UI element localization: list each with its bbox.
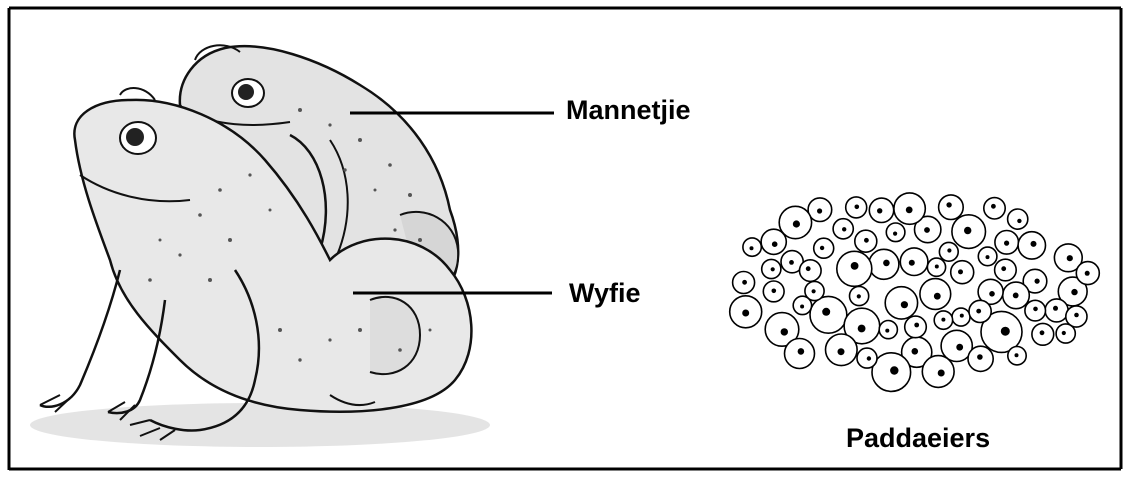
egg-embryo [1031, 241, 1037, 247]
egg-embryo [912, 348, 919, 355]
egg-embryo [857, 294, 861, 298]
egg-embryo [867, 356, 871, 360]
egg-embryo [789, 260, 794, 265]
egg-embryo [958, 269, 963, 274]
egg-embryo [1035, 279, 1040, 284]
egg-embryo [772, 241, 778, 247]
egg-embryo [1067, 255, 1073, 261]
egg-embryo [772, 289, 777, 294]
egg-embryo [877, 208, 882, 213]
egg-embryo [858, 325, 866, 333]
frog-spawn-icon [730, 193, 1100, 392]
egg-embryo [750, 246, 754, 250]
egg-embryo [986, 255, 990, 259]
egg-embryo [893, 232, 897, 236]
label-male: Mannetjie [566, 97, 691, 124]
egg-embryo [1085, 271, 1090, 276]
egg-embryo [956, 344, 963, 351]
egg-embryo [817, 208, 822, 213]
egg [800, 260, 822, 282]
egg-embryo [976, 309, 981, 314]
label-female: Wyfie [569, 280, 641, 307]
egg-embryo [855, 205, 860, 210]
egg-embryo [909, 260, 915, 266]
egg-embryo [798, 348, 805, 355]
egg-embryo [946, 202, 951, 207]
egg-embryo [977, 354, 983, 360]
egg-embryo [1062, 331, 1066, 335]
egg-embryo [885, 329, 889, 333]
egg-embryo [820, 246, 824, 250]
egg-embryo [1017, 219, 1021, 223]
egg-embryo [947, 248, 951, 252]
egg-embryo [906, 207, 913, 214]
egg-embryo [960, 314, 964, 318]
egg-embryo [742, 310, 749, 317]
egg-embryo [964, 227, 971, 234]
egg-embryo [1074, 313, 1079, 318]
egg-embryo [883, 260, 890, 267]
egg-embryo [901, 301, 908, 308]
egg-embryo [935, 265, 939, 269]
egg-embryo [1013, 293, 1019, 299]
egg-embryo [1053, 306, 1058, 311]
egg-embryo [1071, 289, 1077, 295]
egg-embryo [851, 262, 859, 270]
egg-embryo [924, 227, 930, 233]
egg-embryo [989, 291, 995, 297]
egg-embryo [822, 308, 830, 316]
egg-embryo [914, 323, 919, 328]
egg-embryo [742, 280, 747, 285]
egg-embryo [1004, 241, 1009, 246]
egg-embryo [812, 289, 816, 293]
egg-embryo [793, 220, 800, 227]
egg-embryo [771, 267, 775, 271]
egg-embryo [991, 204, 996, 209]
egg-embryo [838, 348, 845, 355]
egg-embryo [1001, 327, 1010, 336]
label-eggs: Paddaeiers [846, 425, 990, 452]
egg [1008, 209, 1028, 229]
egg-embryo [890, 366, 898, 374]
egg-embryo [1040, 330, 1045, 335]
egg-embryo [864, 238, 869, 243]
egg-embryo [1001, 266, 1006, 271]
toads-icon [30, 45, 490, 447]
egg-embryo [941, 318, 945, 322]
egg-embryo [1015, 353, 1019, 357]
egg-embryo [1033, 307, 1038, 312]
egg-embryo [938, 370, 945, 377]
egg [939, 195, 964, 220]
egg-embryo [800, 305, 804, 309]
egg-embryo [781, 328, 788, 335]
egg-embryo [934, 293, 941, 300]
egg-embryo [842, 227, 846, 231]
egg-embryo [806, 266, 811, 271]
